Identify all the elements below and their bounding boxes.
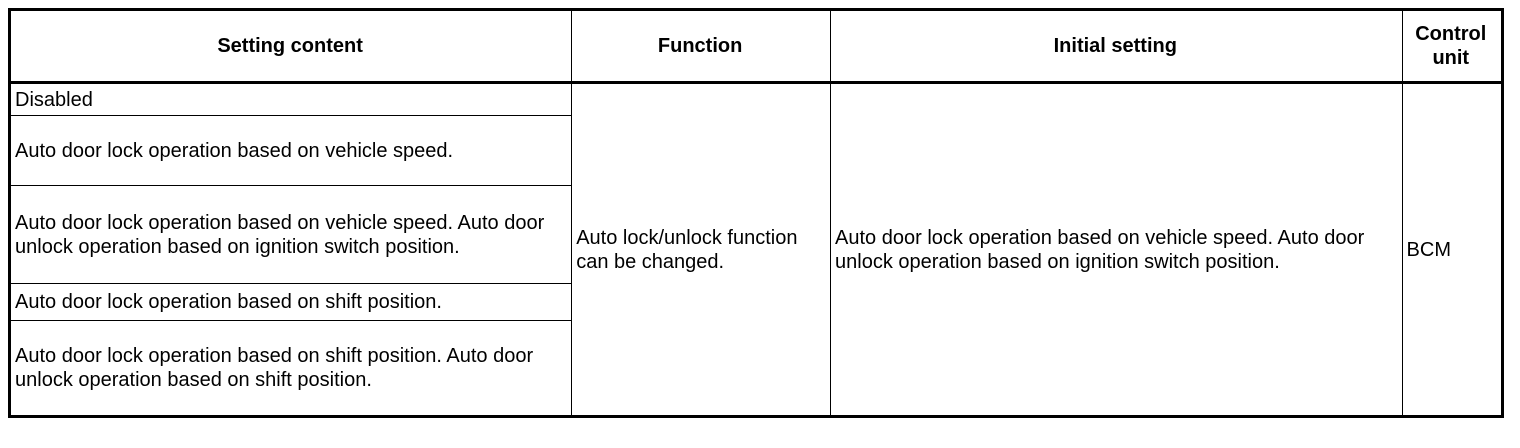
header-setting-content: Setting content <box>8 9 573 84</box>
setting-content-cell: Disabled <box>8 82 573 116</box>
header-initial-setting: Initial setting <box>830 9 1403 84</box>
table-row: Auto door lock operation based on vehicl… <box>8 185 1503 284</box>
table-row: Disabled Auto lock/unlock function can b… <box>8 82 1504 417</box>
header-function: Function <box>571 9 832 84</box>
header-control-unit: Control unit <box>1401 9 1504 84</box>
table-container: Setting content Function Initial setting… <box>8 8 1504 418</box>
setting-content-cell: Auto door lock operation based on vehicl… <box>8 185 573 284</box>
settings-table: Setting content Function Initial setting… <box>8 8 1504 418</box>
function-cell: Auto lock/unlock function can be changed… <box>571 82 832 417</box>
table-row: Auto door lock operation based on shift … <box>8 283 1503 321</box>
setting-content-cell: Auto door lock operation based on shift … <box>8 283 573 321</box>
initial-setting-cell: Auto door lock operation based on vehicl… <box>830 82 1403 417</box>
setting-content-cell: Auto door lock operation based on shift … <box>8 320 573 417</box>
table-row: Auto door lock operation based on shift … <box>8 320 1503 417</box>
control-unit-cell: BCM <box>1401 82 1504 417</box>
header-row: Setting content Function Initial setting… <box>8 9 1504 84</box>
table-row: Auto door lock operation based on vehicl… <box>8 115 1503 186</box>
setting-content-cell: Auto door lock operation based on vehicl… <box>8 115 573 186</box>
